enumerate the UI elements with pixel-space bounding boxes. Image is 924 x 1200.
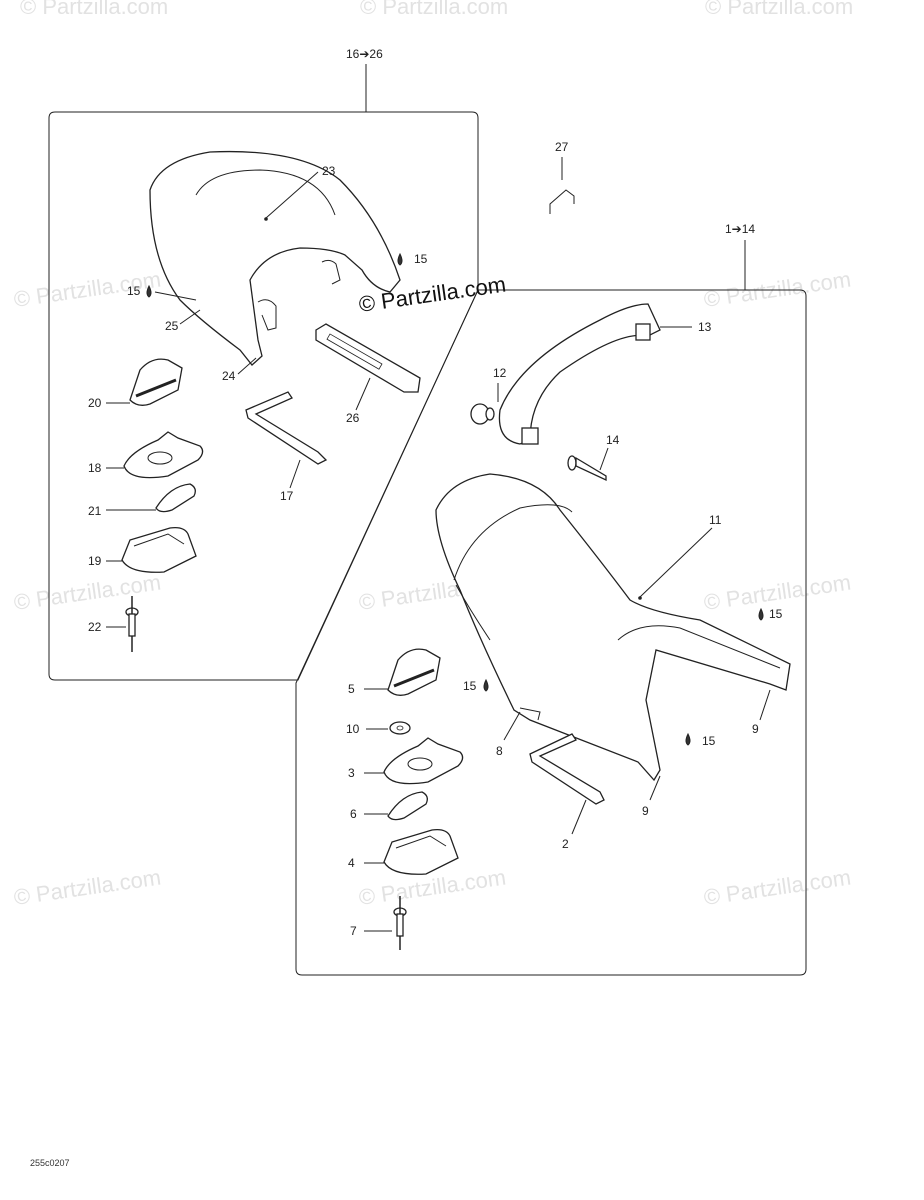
watermark: © Partzilla.com (12, 865, 162, 910)
front-seat-group-frame (295, 289, 807, 976)
callout-4: 4 (348, 856, 355, 870)
callout-8: 8 (496, 744, 503, 758)
part-20-latch (129, 358, 183, 406)
drop-icon (146, 284, 152, 298)
front-seat-range-label: 1➔14 (725, 222, 755, 236)
leader-23 (265, 171, 319, 219)
drawing-code: 255c0207 (30, 1158, 70, 1168)
leader-9b (649, 775, 661, 801)
callout-20: 20 (88, 396, 102, 410)
callout-3: 3 (348, 766, 355, 780)
callout-27: 27 (555, 140, 569, 154)
leader-26 (355, 377, 371, 411)
part-6-gasket (387, 791, 428, 821)
part-23-dot (264, 217, 268, 221)
part-7-rivet (393, 896, 407, 950)
part-18-plate (123, 431, 204, 479)
callout-9a: 9 (752, 722, 759, 736)
callout-14: 14 (606, 433, 620, 447)
part-27-bracket (549, 189, 575, 214)
part-13-grab-handle (498, 303, 661, 445)
callout-21: 21 (88, 504, 102, 518)
drop-icon (685, 732, 691, 746)
callout-25: 25 (165, 319, 179, 333)
part-26-strap (315, 323, 421, 393)
leader-15b (154, 291, 197, 301)
part-11-dot (638, 596, 642, 600)
callout-13: 13 (698, 320, 712, 334)
part-19-base (121, 526, 197, 573)
callout-23: 23 (322, 164, 336, 178)
part-2-hex-key (529, 733, 605, 805)
callout-15a: 15 (414, 252, 428, 266)
part-5-latch (387, 648, 441, 696)
part-3-plate (383, 737, 464, 785)
drop-icon (758, 607, 764, 621)
rear-seat-group-frame (48, 111, 479, 681)
callout-10: 10 (346, 722, 360, 736)
leader-24 (237, 357, 257, 375)
leader-17 (289, 459, 301, 489)
part-12-grommet (470, 403, 495, 425)
leader-8 (503, 711, 521, 741)
leader-25 (179, 309, 201, 325)
part-22-rivet (125, 596, 139, 652)
watermark: © Partzilla.com (702, 865, 852, 910)
callout-11: 11 (709, 513, 722, 527)
callout-5: 5 (348, 682, 355, 696)
part-14-screw (567, 455, 607, 482)
leader-11 (639, 527, 713, 598)
callout-24: 24 (222, 369, 236, 383)
callout-7: 7 (350, 924, 357, 938)
watermark: © Partzilla.com (12, 570, 162, 615)
callout-19: 19 (88, 554, 102, 568)
drop-icon (397, 252, 403, 266)
callout-9b: 9 (642, 804, 649, 818)
callout-15e: 15 (702, 734, 716, 748)
part-10-washer (389, 721, 411, 735)
part-23-rear-seat-cowl (149, 150, 401, 366)
callout-12: 12 (493, 366, 507, 380)
callout-18: 18 (88, 461, 102, 475)
callout-6: 6 (350, 807, 357, 821)
callout-15d: 15 (463, 679, 477, 693)
callout-15c: 15 (769, 607, 783, 621)
part-4-base (383, 828, 459, 875)
callout-2: 2 (562, 837, 569, 851)
rear-seat-range-label: 16➔26 (346, 47, 383, 61)
part-17-hex-key (245, 391, 328, 465)
drop-icon (483, 678, 489, 692)
part-21-gasket (155, 483, 196, 513)
watermark: © Partzilla.com (360, 0, 508, 19)
callout-22: 22 (88, 620, 102, 634)
part-11-front-seat (435, 473, 791, 782)
callout-17: 17 (280, 489, 294, 503)
leader-9a (759, 689, 771, 721)
watermark: © Partzilla.com (702, 267, 852, 312)
callout-26: 26 (346, 411, 360, 425)
leader-2 (571, 799, 587, 835)
callout-15b: 15 (127, 284, 141, 298)
leader-14 (599, 447, 609, 471)
watermark: © Partzilla.com (705, 0, 853, 19)
watermark: © Partzilla.com (20, 0, 168, 19)
